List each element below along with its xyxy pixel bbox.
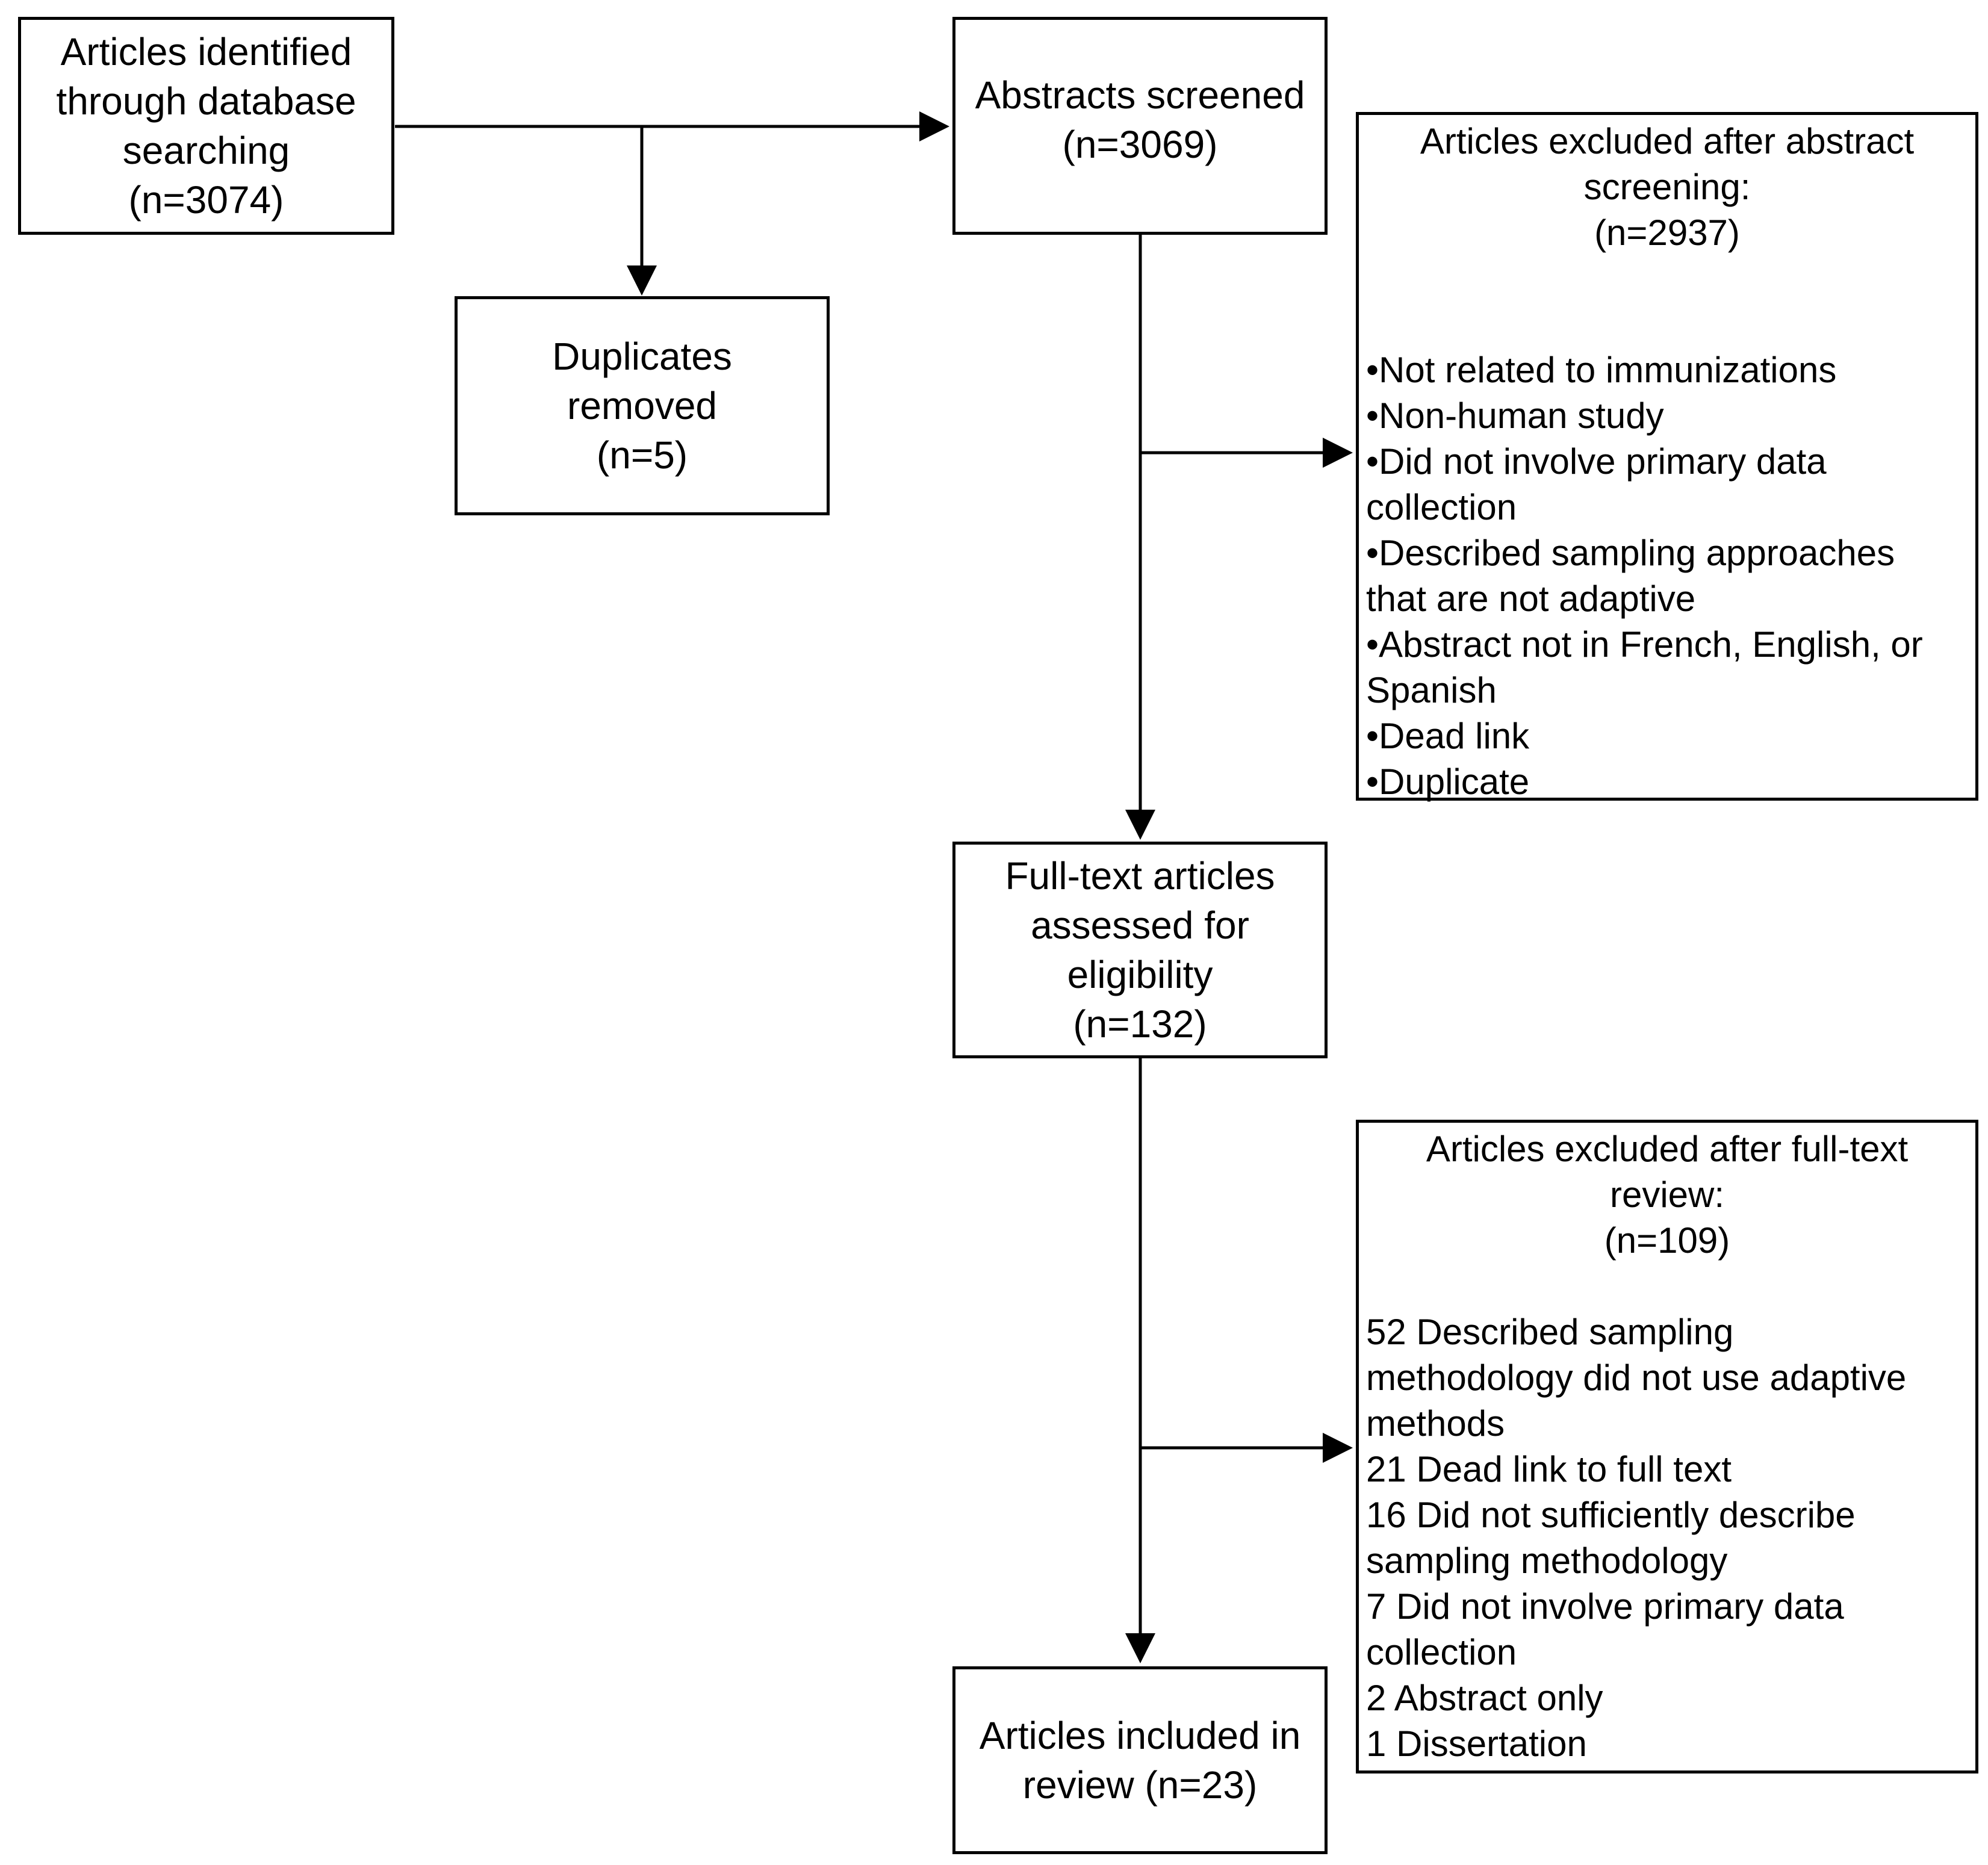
screened-count: (n=3069) [1062, 123, 1218, 166]
list-item: 16 Did not sufficiently describe [1366, 1495, 1856, 1535]
list-item: •Did not involve primary data [1366, 441, 1827, 482]
list-item: 2 Abstract only [1366, 1678, 1603, 1718]
excluded-abstract-count: (n=2937) [1594, 213, 1740, 253]
screened-line: Abstracts screened [975, 73, 1305, 117]
list-item: •Non-human study [1366, 396, 1664, 436]
excluded-fulltext-count: (n=109) [1604, 1220, 1730, 1261]
list-item: •Abstract not in French, English, or [1366, 624, 1923, 665]
list-item: collection [1366, 1632, 1517, 1672]
list-item: that are not adaptive [1366, 579, 1696, 619]
included-count: review (n=23) [1022, 1763, 1258, 1807]
list-item: methods [1366, 1403, 1505, 1444]
identified-line: through database [56, 79, 356, 123]
fulltext-line: Full-text articles [1005, 854, 1275, 898]
list-item: 1 Dissertation [1366, 1724, 1587, 1764]
list-item: sampling methodology [1366, 1541, 1728, 1581]
excluded-fulltext-header: Articles excluded after full-text review… [1366, 1126, 1968, 1264]
list-item: 7 Did not involve primary data [1366, 1586, 1844, 1627]
excluded-abstract-box: Articles excluded after abstract screeni… [1356, 112, 1978, 802]
identified-box: Articles identified through database sea… [18, 17, 394, 235]
identified-line: Articles identified [60, 30, 352, 73]
list-item: Spanish [1366, 670, 1497, 710]
excluded-abstract-title: screening: [1583, 167, 1751, 207]
fulltext-box: Full-text articles assessed for eligibil… [952, 842, 1328, 1058]
excluded-abstract-title: Articles excluded after abstract [1420, 121, 1915, 161]
excluded-fulltext-title: Articles excluded after full-text [1426, 1129, 1909, 1169]
duplicates-count: (n=5) [596, 433, 688, 477]
included-box: Articles included in review (n=23) [952, 1666, 1328, 1854]
fulltext-line: assessed for [1031, 904, 1249, 947]
included-line: Articles included in [979, 1714, 1301, 1757]
list-item: collection [1366, 487, 1517, 527]
list-item: •Not related to immunizations [1366, 350, 1837, 390]
list-item: 52 Described sampling [1366, 1312, 1734, 1352]
excluded-fulltext-box: Articles excluded after full-text review… [1356, 1120, 1978, 1773]
fulltext-count: (n=132) [1073, 1002, 1207, 1046]
excluded-fulltext-title: review: [1609, 1175, 1725, 1215]
identified-count: (n=3074) [128, 178, 284, 222]
list-item: 21 Dead link to full text [1366, 1449, 1732, 1489]
screened-box: Abstracts screened (n=3069) [952, 17, 1328, 235]
list-item: •Duplicate [1366, 762, 1530, 802]
duplicates-box: Duplicates removed (n=5) [455, 296, 830, 515]
list-item: methodology did not use adaptive [1366, 1358, 1907, 1398]
excluded-abstract-header: Articles excluded after abstract screeni… [1366, 119, 1968, 256]
excluded-abstract-list: •Not related to immunizations •Non-human… [1366, 347, 1968, 805]
duplicates-line: removed [567, 384, 717, 427]
fulltext-line: eligibility [1067, 953, 1213, 996]
list-item: •Dead link [1366, 716, 1530, 756]
list-item: •Described sampling approaches [1366, 533, 1895, 573]
excluded-fulltext-list: 52 Described sampling methodology did no… [1366, 1309, 1968, 1767]
duplicates-line: Duplicates [552, 335, 732, 378]
identified-line: searching [122, 129, 290, 172]
